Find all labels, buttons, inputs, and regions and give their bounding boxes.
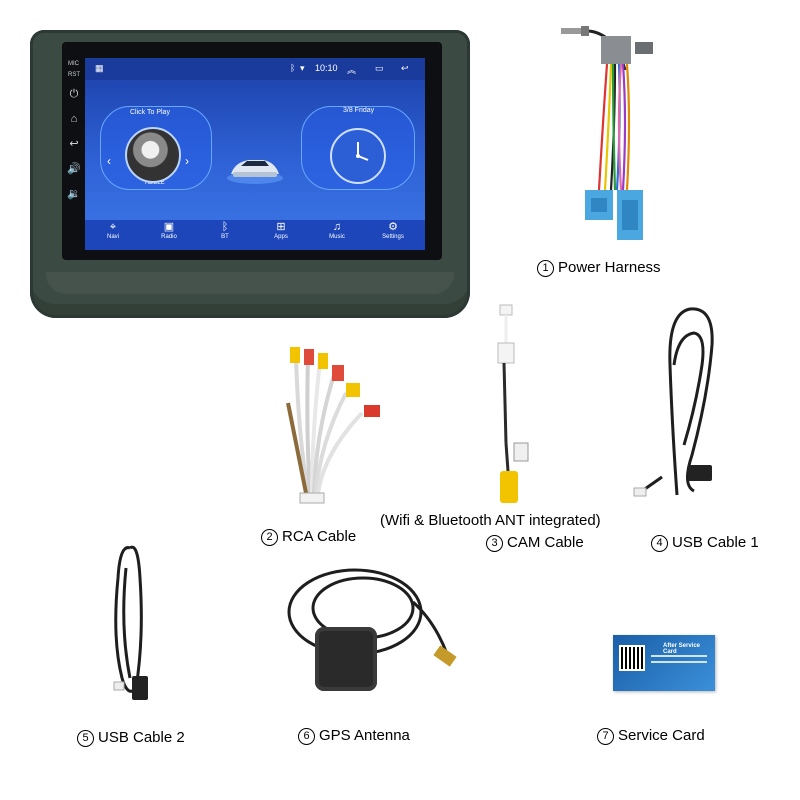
menu-icon[interactable]: ▦ bbox=[95, 63, 104, 73]
dock-item-apps[interactable]: ⊞Apps bbox=[253, 220, 309, 240]
usb-cable-1-image bbox=[632, 305, 724, 503]
power-icon[interactable]: ⏻ bbox=[69, 88, 79, 100]
status-bar: ▦ ᛒ ▾ 10:10 ︽ ▭ ↩ bbox=[85, 58, 425, 80]
artist-label: ADELE bbox=[145, 180, 165, 186]
home-icon[interactable]: ⌂ bbox=[70, 113, 78, 125]
dock-item-music[interactable]: ♫Music bbox=[309, 220, 365, 240]
reset-label: RST bbox=[68, 72, 80, 78]
return-icon[interactable]: ↩ bbox=[401, 63, 409, 73]
radio-icon: ▣ bbox=[163, 221, 175, 233]
status-time: 10:10 bbox=[315, 63, 338, 73]
mic-label: MIC bbox=[68, 61, 79, 67]
volume-down-icon[interactable]: 🔉 bbox=[67, 188, 81, 200]
gear-icon: ⚙ bbox=[388, 221, 398, 233]
usb-cable-2-image bbox=[100, 538, 160, 708]
card-text-line bbox=[651, 655, 707, 657]
apps-grid-icon: ⊞ bbox=[276, 221, 286, 233]
cam-cable-image bbox=[488, 303, 538, 508]
rca-cable-image bbox=[268, 343, 388, 513]
recent-apps-icon[interactable]: ▭ bbox=[375, 63, 384, 73]
gps-antenna-puck bbox=[315, 627, 377, 691]
power-harness-image bbox=[555, 20, 665, 245]
map-pin-icon: ⌖ bbox=[109, 221, 117, 233]
back-icon[interactable]: ↩ bbox=[69, 138, 79, 150]
music-note-icon: ♫ bbox=[332, 221, 342, 233]
bluetooth-icon: ᛒ bbox=[221, 221, 229, 233]
album-art[interactable] bbox=[125, 127, 181, 183]
car-illustration-icon bbox=[225, 150, 285, 186]
card-text-line bbox=[651, 661, 707, 663]
wifi-icon: ▾ bbox=[300, 63, 305, 73]
dock-item-radio[interactable]: ▣Radio bbox=[141, 220, 197, 240]
service-card-image: After Service Card bbox=[613, 635, 715, 691]
dock-item-navi[interactable]: ⌖Navi bbox=[85, 220, 141, 240]
service-card-title: After Service Card bbox=[663, 643, 701, 655]
media-title: Click To Play bbox=[130, 109, 170, 116]
dock-item-settings[interactable]: ⚙Settings bbox=[365, 220, 421, 240]
volume-up-icon[interactable]: 🔊 bbox=[67, 163, 81, 175]
bluetooth-status-icon: ᛒ bbox=[290, 63, 296, 73]
previous-icon[interactable]: ‹ bbox=[107, 154, 111, 168]
qr-code-icon bbox=[619, 645, 645, 671]
expand-icon[interactable]: ︽ bbox=[347, 65, 357, 75]
analog-clock bbox=[330, 128, 386, 184]
wifi-bluetooth-note: (Wifi & Bluetooth ANT integrated) bbox=[380, 512, 601, 529]
next-icon[interactable]: › bbox=[185, 154, 189, 168]
date-label: 3/8 Friday bbox=[343, 107, 375, 114]
